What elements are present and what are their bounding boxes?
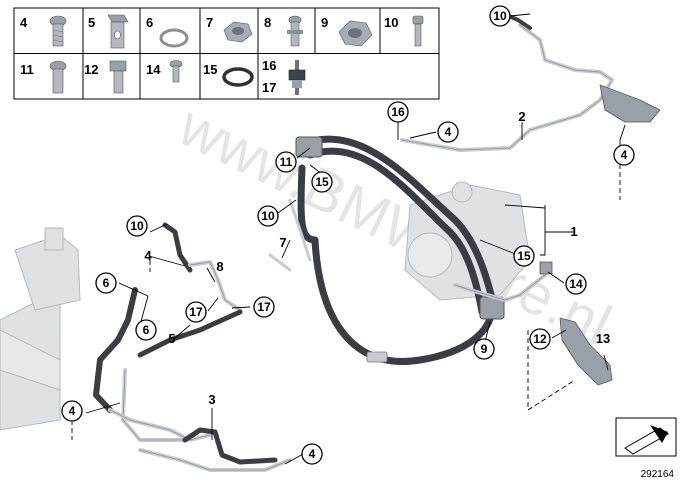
nut-7-icon (223, 21, 253, 43)
callout-12[interactable]: 12 (529, 328, 551, 350)
screw-10-icon (412, 15, 424, 47)
diagram-reference-number: 292164 (641, 469, 675, 480)
callout-13[interactable]: 13 (596, 331, 610, 346)
bolt-4-icon (49, 15, 67, 47)
orientation-arrow-box (615, 417, 677, 457)
grid-label-8: 8 (264, 15, 271, 30)
grid-label-15: 15 (203, 62, 217, 77)
callout-11-label: 11 (280, 155, 293, 169)
grid-label-5: 5 (88, 15, 95, 30)
grid-label-11: 11 (20, 62, 34, 77)
callout-10-left[interactable]: 10 (126, 215, 148, 237)
callout-10-mid-label: 10 (261, 209, 275, 223)
callout-4-left-label: 4 (144, 248, 152, 263)
callout-10-top-label: 10 (493, 9, 507, 23)
watermark-text: www.BMWstore.nl (168, 93, 620, 358)
callout-14[interactable]: 14 (565, 273, 587, 295)
callout-5[interactable]: 5 (168, 331, 175, 346)
callout-7-label: 7 (279, 235, 286, 250)
grid-label-7: 7 (206, 15, 213, 30)
leader-lines (85, 13, 626, 465)
grid-label-16: 16 (262, 58, 276, 73)
grid-label-17: 17 (262, 80, 276, 95)
steering-rack-ghost (0, 227, 81, 431)
callout-15-right[interactable]: 15 (513, 245, 535, 267)
callout-4-left[interactable]: 4 (144, 248, 152, 263)
callout-4-bottom-left-label: 4 (69, 404, 76, 418)
callout-10-top[interactable]: 10 (489, 5, 511, 27)
callout-17-left-label: 17 (189, 305, 203, 319)
mount-16-17-icon (288, 60, 306, 95)
hose-assembly (93, 10, 661, 472)
callout-3[interactable]: 3 (208, 392, 215, 407)
callout-1[interactable]: 1 (570, 224, 577, 239)
callout-10-left-label: 10 (130, 219, 144, 233)
parts-grid: 4 5 6 7 8 9 10 11 12 14 15 16 17 (13, 7, 440, 100)
callout-17-right-label: 17 (257, 300, 271, 314)
grid-label-10: 10 (384, 15, 398, 30)
nut-9-icon (338, 20, 373, 47)
callout-4-bottom-right-label: 4 (309, 447, 316, 461)
callout-15-upper-label: 15 (315, 175, 329, 189)
grid-label-6: 6 (146, 15, 153, 30)
callout-8-label: 8 (216, 259, 223, 274)
callout-16[interactable]: 16 (387, 101, 409, 123)
grid-label-12: 12 (84, 62, 98, 77)
callout-4-upper-label: 4 (445, 125, 452, 139)
callout-14-label: 14 (569, 277, 583, 291)
callout-12-label: 12 (533, 332, 547, 346)
callout-8[interactable]: 8 (216, 259, 223, 274)
callout-10-mid[interactable]: 10 (257, 205, 279, 227)
callout-5-label: 5 (168, 331, 175, 346)
o-ring-15-icon (222, 67, 254, 87)
callout-6-upper[interactable]: 6 (95, 272, 117, 294)
callout-15-upper[interactable]: 15 (311, 171, 333, 193)
callout-2[interactable]: 2 (518, 109, 525, 124)
callout-13-label: 13 (596, 331, 610, 346)
callout-1-label: 1 (570, 224, 577, 239)
callout-6-lower-label: 6 (143, 323, 150, 337)
grid-label-9: 9 (321, 15, 328, 30)
grid-label-14: 14 (146, 62, 161, 77)
callout-7[interactable]: 7 (279, 235, 286, 250)
callout-4-upper[interactable]: 4 (437, 121, 459, 143)
bolt-12-icon (109, 60, 127, 94)
grid-label-4: 4 (20, 15, 28, 30)
callout-17-right[interactable]: 17 (253, 296, 275, 318)
banjo-bolt-5-icon (107, 14, 129, 49)
bolt-8-icon (287, 15, 303, 47)
callout-9[interactable]: 9 (473, 338, 495, 360)
callout-2-label: 2 (518, 109, 525, 124)
callout-6-lower[interactable]: 6 (135, 319, 157, 341)
callout-4-right-label: 4 (621, 148, 628, 162)
callout-16-label: 16 (391, 105, 405, 119)
callout-17-left[interactable]: 17 (185, 301, 207, 323)
callouts: 10 2 4 16 4 11 15 10 7 1 15 14 10 4 8 6 … (61, 5, 635, 465)
callout-4-bottom-right[interactable]: 4 (301, 443, 323, 465)
callout-3-label: 3 (208, 392, 215, 407)
callout-11[interactable]: 11 (275, 151, 297, 173)
seal-ring-6-icon (159, 28, 189, 48)
callout-9-label: 9 (481, 342, 488, 356)
callout-4-bottom-left[interactable]: 4 (61, 400, 83, 422)
callout-4-right[interactable]: 4 (613, 144, 635, 166)
screw-14-icon (169, 60, 183, 83)
bolt-11-icon (49, 60, 67, 94)
callout-6-upper-label: 6 (103, 276, 110, 290)
callout-15-right-label: 15 (517, 249, 531, 263)
